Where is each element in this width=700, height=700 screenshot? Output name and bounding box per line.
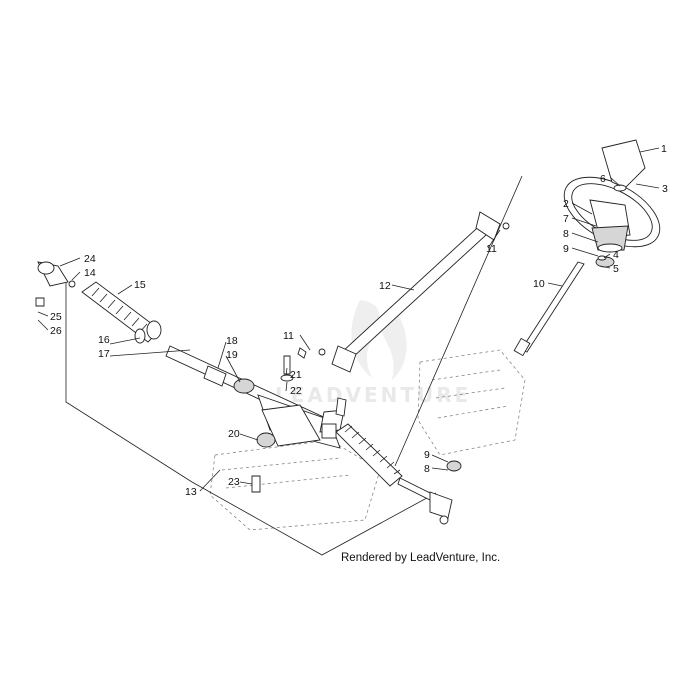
callout-19: 19 [226,349,238,361]
mounting-hardware [280,347,307,382]
callout-26: 26 [50,325,62,337]
callout-22: 22 [290,385,302,397]
steering-wheel [563,176,661,251]
callout-13: 13 [185,486,197,498]
callout-3: 3 [662,183,668,195]
callout-11-upper: 11 [486,243,497,255]
rack-bushings [203,365,255,394]
callout-23: 23 [228,476,240,488]
callout-20: 20 [228,428,240,440]
callout-21: 21 [290,369,302,381]
callout-2: 2 [563,198,569,210]
callout-17: 17 [98,348,110,360]
callout-9-lower: 9 [424,449,430,461]
callout-14: 14 [84,267,96,279]
callout-15: 15 [134,279,146,291]
steering-shaft [513,261,585,357]
callout-24: 24 [84,253,96,265]
assembly-brackets [65,175,523,556]
right-tie-rod [397,477,453,525]
callout-9: 9 [563,243,569,255]
callout-5: 5 [613,263,619,275]
callout-1: 1 [661,143,667,155]
left-boot-clamp [134,320,162,344]
leader-lines [37,147,660,492]
wheel-cover [601,139,646,192]
callout-18: 18 [226,335,238,347]
intermediate-shaft [318,211,510,373]
callout-11-lower: 11 [283,330,294,342]
callout-12: 12 [379,280,391,292]
left-tie-rod-end [35,261,76,307]
callout-4: 4 [613,249,619,261]
callout-25: 25 [50,311,62,323]
watermark-text: LEADVENTURE [275,383,471,407]
callout-10: 10 [533,278,545,290]
rack-mount [251,432,276,493]
callout-6: 6 [600,173,606,185]
credit-text: Rendered by LeadVenture, Inc. [341,552,500,564]
callout-8: 8 [563,228,569,240]
mount-bushing-right [446,460,462,472]
right-boot [335,423,403,487]
callout-16: 16 [98,334,110,346]
callouts: 1 3 6 2 7 8 9 4 5 10 11 12 11 24 14 15 1… [50,143,668,498]
callout-8-lower: 8 [424,463,430,475]
callout-7: 7 [563,213,569,225]
